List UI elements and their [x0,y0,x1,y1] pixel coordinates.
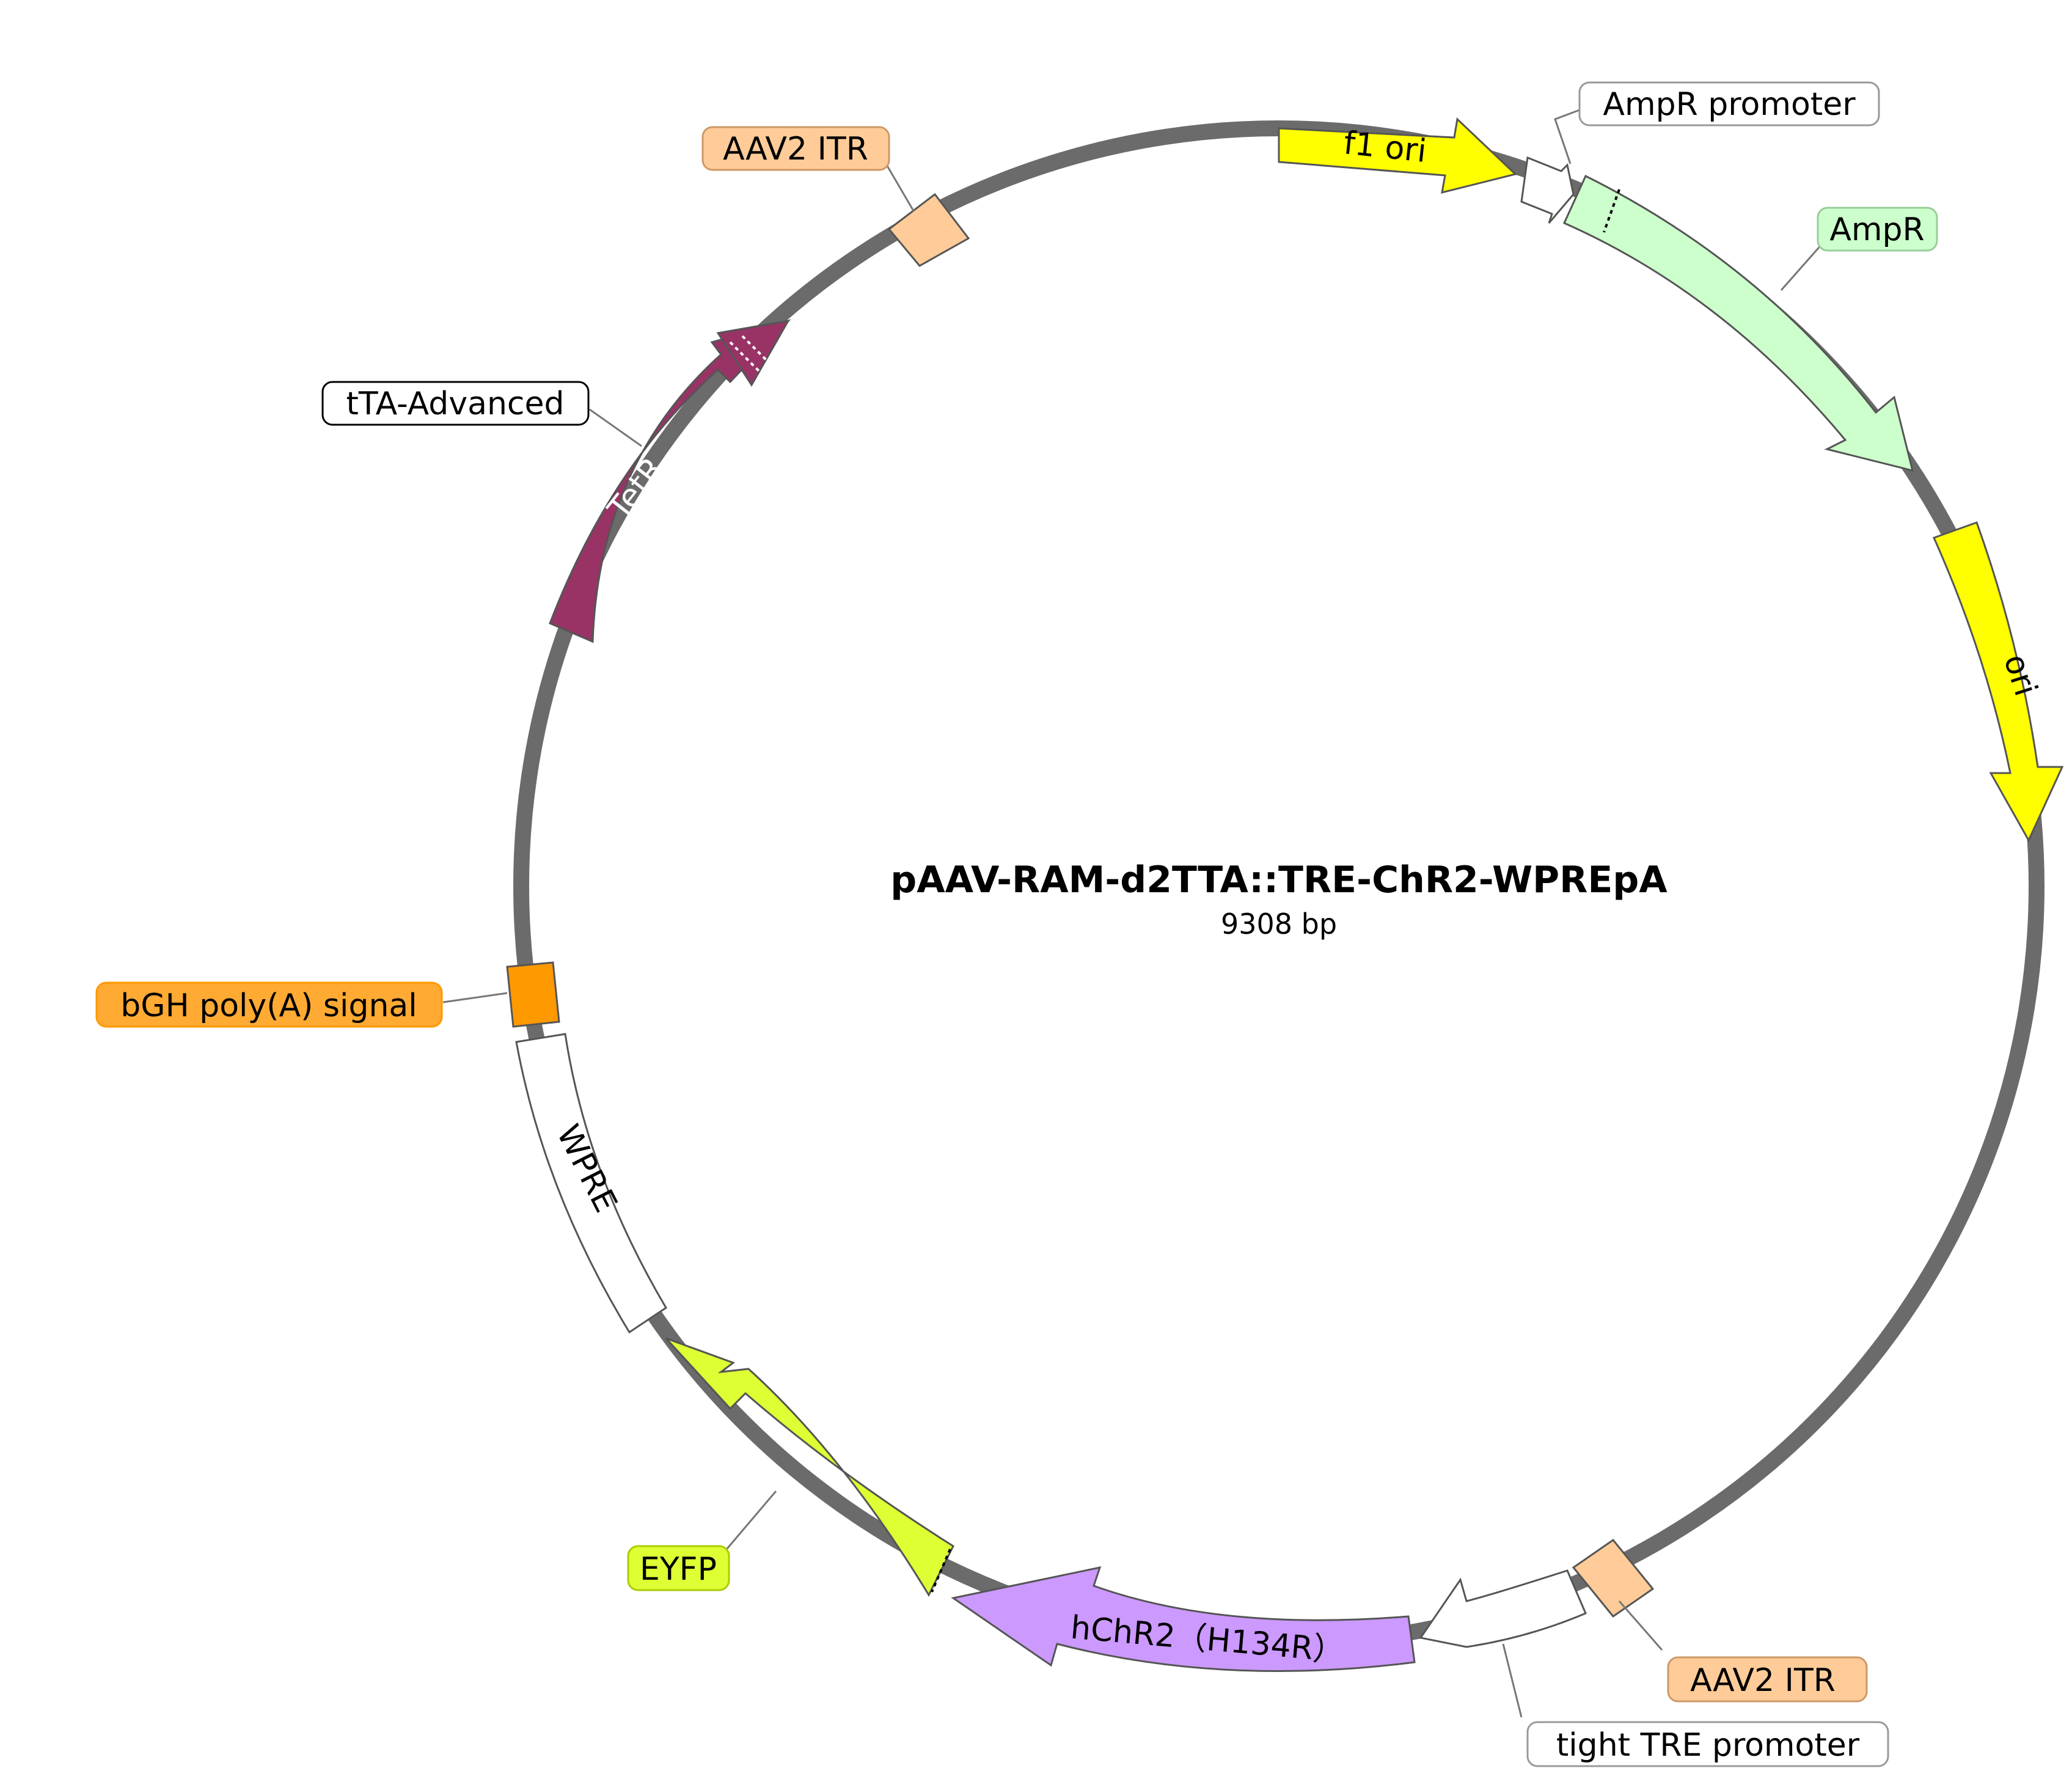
feature-eyfp[interactable] [665,1337,954,1597]
svg-text:AmpR promoter: AmpR promoter [1603,86,1856,123]
feature-label-f1-ori: f1 ori [1342,125,1428,170]
svg-text:tight TRE promoter: tight TRE promoter [1556,1727,1860,1764]
svg-text:bGH poly(A) signal: bGH poly(A) signal [120,988,417,1024]
leader-lines [442,109,1828,1718]
feature-hchr2[interactable]: hChR2（H134R） [951,1566,1416,1673]
feature-aav2-itr-bottom[interactable] [1572,1538,1655,1618]
label-ampr[interactable]: AmpR [1817,207,1938,252]
feature-bgh-polya[interactable] [506,961,560,1028]
label-aav2-itr-top[interactable]: AAV2 ITR [701,126,890,171]
label-tta-advanced[interactable]: tTA-Advanced [321,381,590,426]
label-ampr-promoter[interactable]: AmpR promoter [1578,81,1880,127]
feature-ampr[interactable] [1563,174,1914,472]
svg-text:AmpR: AmpR [1829,211,1924,248]
feature-f1-ori[interactable]: f1 ori [1278,117,1518,194]
feature-ampr-promoter[interactable] [1520,156,1575,224]
feature-wpre[interactable]: WPRE [515,1033,668,1334]
plasmid-name: pAAV-RAM-d2TTA::TRE-ChR2-WPREpA [890,859,1667,901]
label-tight-tre-promoter[interactable]: tight TRE promoter [1526,1721,1889,1767]
svg-text:tTA-Advanced: tTA-Advanced [346,386,564,422]
feature-ori[interactable]: ori [1932,521,2064,843]
label-bgh-polya[interactable]: bGH poly(A) signal [95,981,443,1028]
svg-text:AAV2 ITR: AAV2 ITR [1690,1662,1836,1699]
feature-tetr[interactable]: TetR [549,319,791,644]
plasmid-length: 9308 bp [1221,908,1337,941]
label-eyfp[interactable]: EYFP [627,1545,730,1591]
svg-text:EYFP: EYFP [640,1551,717,1588]
label-aav2-itr-bottom[interactable]: AAV2 ITR [1667,1656,1868,1703]
svg-text:AAV2 ITR: AAV2 ITR [723,131,868,167]
feature-tight-tre-promoter[interactable] [1419,1569,1587,1648]
feature-aav2-itr-top[interactable] [887,193,970,267]
